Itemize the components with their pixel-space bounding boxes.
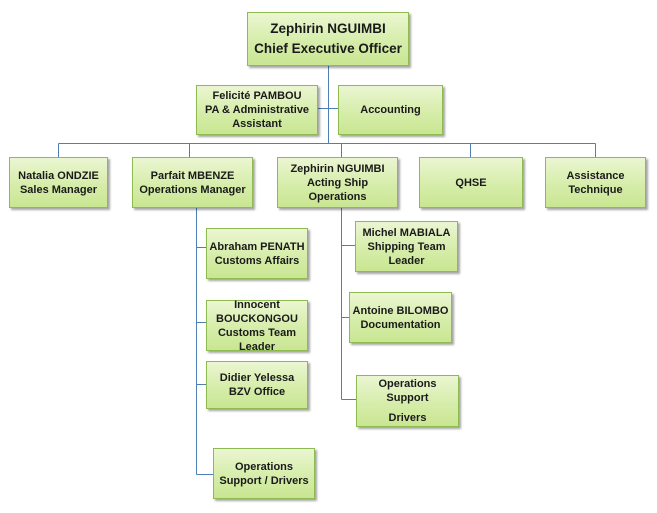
operations-support-drivers-box: Operations Support / Drivers (213, 448, 315, 499)
bzv-office-title: BZV Office (228, 386, 286, 398)
ceo-name: Zephirin NGUIMBI (270, 21, 386, 36)
shipping-team-name: Michel MABIALA (362, 226, 451, 239)
qhse-box: QHSE (419, 157, 523, 208)
accounting-title: Accounting (360, 104, 421, 116)
customs-affairs-box: Abraham PENATH Customs Affairs (206, 228, 308, 279)
ceo-title: Chief Executive Officer (254, 41, 402, 56)
customs-team-title: Customs Team Leader (217, 326, 297, 353)
ship-operations-box: Zephirin NGUIMBI Acting Ship Operations (277, 157, 398, 208)
assistance-technique-box: Assistance Technique (545, 157, 646, 208)
shipping-team-title: Shipping Team Leader (367, 240, 446, 267)
customs-team-name: Innocent BOUCKONGOU (216, 298, 298, 325)
assistant-title: PA & Administrative Assistant (204, 104, 310, 130)
ship-operations-title: Acting Ship Operations (306, 176, 369, 203)
customs-affairs-title: Customs Affairs (214, 254, 300, 267)
qhse-title: QHSE (455, 176, 487, 189)
sales-title: Sales Manager (19, 183, 98, 196)
ceo-box: Zephirin NGUIMBI Chief Executive Officer (247, 12, 409, 66)
sales-name: Natalia ONDZIE (18, 169, 99, 182)
ship-operations-name: Zephirin NGUIMBI (290, 162, 385, 175)
documentation-box: Antoine BILOMBO Documentation (349, 292, 452, 343)
documentation-name: Antoine BILOMBO (352, 304, 449, 317)
operations-support-box: Operations Support Drivers (356, 375, 459, 427)
operations-manager-name: Parfait MBENZE (150, 169, 235, 182)
ops-support-subtitle: Drivers (388, 412, 427, 424)
operations-manager-box: Parfait MBENZE Operations Manager (132, 157, 253, 208)
bzv-office-name: Didier Yelessa (219, 372, 295, 384)
shipping-team-leader-box: Michel MABIALA Shipping Team Leader (355, 221, 458, 272)
assistance-title: Assistance Technique (566, 169, 625, 196)
ops-support-drivers-title: Operations Support / Drivers (219, 460, 309, 487)
accounting-box: Accounting (338, 85, 443, 135)
customs-team-leader-box: Innocent BOUCKONGOU Customs Team Leader (206, 298, 308, 353)
ops-support-title: Operations Support (378, 378, 437, 404)
sales-manager-box: Natalia ONDZIE Sales Manager (9, 157, 108, 208)
assistant-name: Felicité PAMBOU (212, 90, 302, 102)
assistant-box: Felicité PAMBOU PA & Administrative Assi… (196, 85, 318, 135)
operations-manager-title: Operations Manager (139, 183, 246, 196)
bzv-office-box: Didier Yelessa BZV Office (206, 361, 308, 409)
documentation-title: Documentation (360, 318, 441, 331)
customs-affairs-name: Abraham PENATH (209, 240, 305, 253)
